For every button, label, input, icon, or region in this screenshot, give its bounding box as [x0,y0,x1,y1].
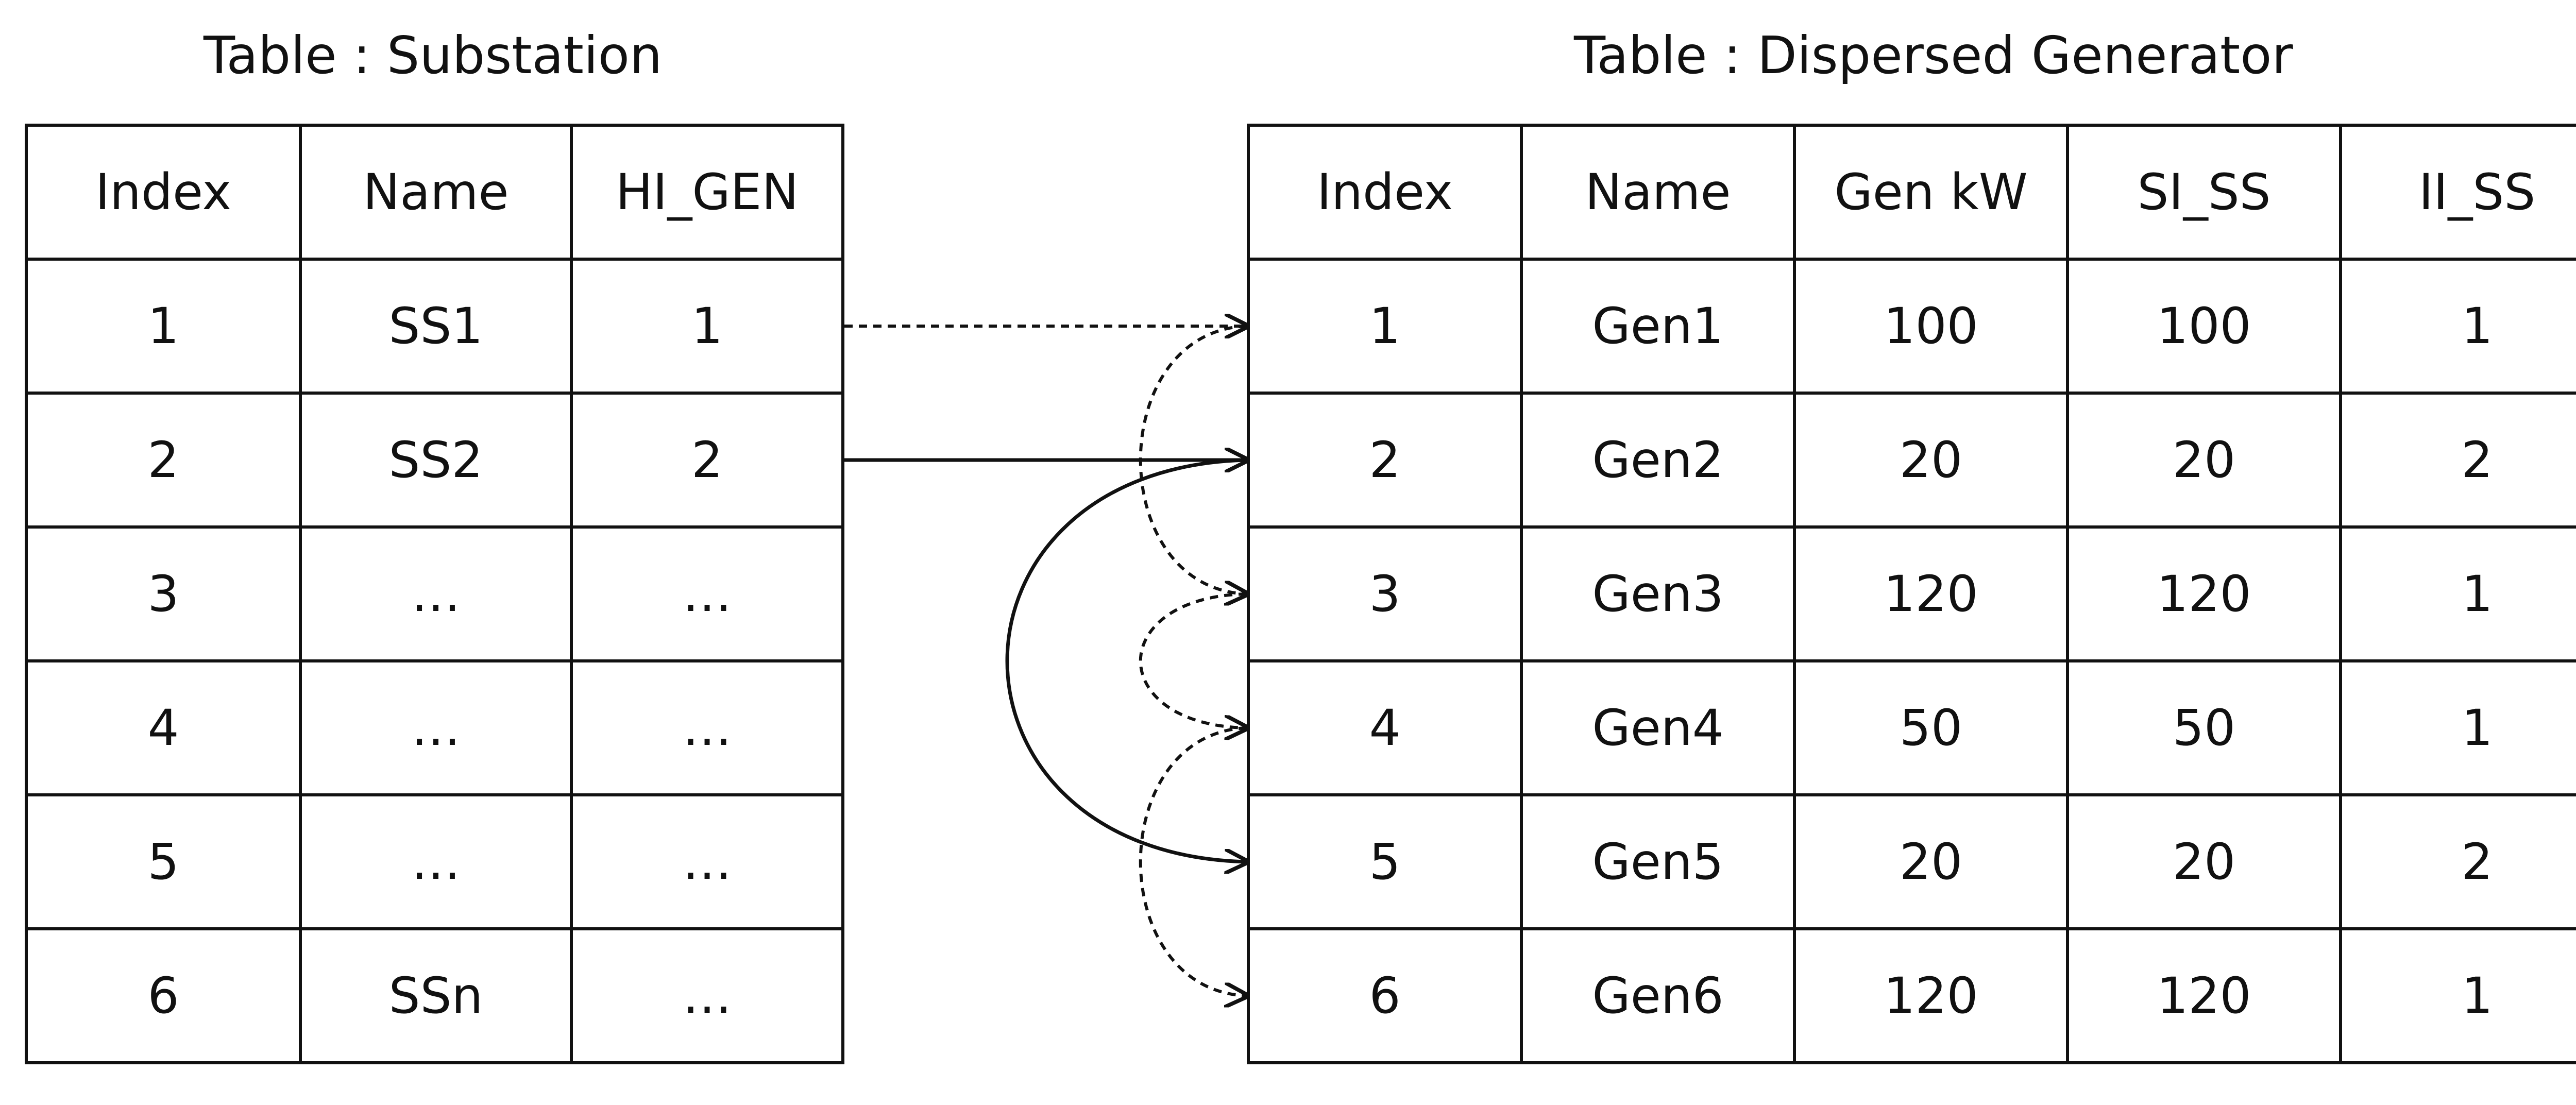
table-cell: 3 [25,525,302,662]
table-cell: 4 [25,659,302,796]
table-cell: 6 [25,927,302,1064]
table-cell: 3 [1247,525,1523,662]
table-header-row: Index Name HI_GEN [25,124,844,261]
dashed-link-arrow [1139,325,1247,594]
table-cell: … [299,659,573,796]
table-cell: 120 [2066,927,2342,1064]
substation-table: Index Name HI_GEN 1 SS1 1 2 SS2 2 3 … … … [25,124,844,1064]
table-row: 1 Gen1 100 100 1 [1247,258,2576,395]
table-row: 3 … … [25,525,844,662]
column-header: Gen kW [1793,124,2069,261]
dashed-link-arrow [1139,726,1247,996]
table-cell: SSn [299,927,573,1064]
table-cell: 1 [2339,659,2576,796]
table-row: 4 Gen4 50 50 1 [1247,659,2576,796]
table-cell: … [570,793,844,930]
table-cell: 100 [2066,258,2342,395]
table-cell: 1 [2339,258,2576,395]
table-row: 1 SS1 1 [25,258,844,395]
table-cell: Gen1 [1520,258,1796,395]
table-cell: Gen2 [1520,392,1796,529]
column-header: II_SS [2339,124,2576,261]
table-cell: 5 [1247,793,1523,930]
table-cell: 120 [2066,525,2342,662]
table-cell: 100 [1793,258,2069,395]
table-cell: 2 [25,392,302,529]
table-cell: Gen5 [1520,793,1796,930]
table-cell: 4 [1247,659,1523,796]
column-header: Index [1247,124,1523,261]
table-cell: … [299,793,573,930]
table-cell: 2 [570,392,844,529]
table-row: 5 … … [25,793,844,930]
table-cell: Gen3 [1520,525,1796,662]
column-header: Name [1520,124,1796,261]
table-row: 6 Gen6 120 120 1 [1247,927,2576,1064]
table-cell: Gen4 [1520,659,1796,796]
table-cell: … [570,659,844,796]
table-cell: 5 [25,793,302,930]
table-cell: 2 [2339,392,2576,529]
table-cell: 20 [1793,392,2069,529]
substation-table-title: Table : Substation [204,25,663,86]
table-cell: 1 [570,258,844,395]
table-header-row: Index Name Gen kW SI_SS II_SS [1247,124,2576,261]
table-cell: 1 [1247,258,1523,395]
table-cell: 50 [1793,659,2069,796]
table-cell: … [570,525,844,662]
table-cell: 2 [2339,793,2576,930]
link-layer [844,326,1247,996]
generator-table-title: Table : Dispersed Generator [1574,25,2293,86]
dispersed-generator-table: Index Name Gen kW SI_SS II_SS 1 Gen1 100… [1247,124,2576,1064]
solid-link-arrow [1005,458,1247,862]
table-cell: SS2 [299,392,573,529]
table-row: 2 SS2 2 [25,392,844,529]
table-cell: SS1 [299,258,573,395]
table-row: 5 Gen5 20 20 2 [1247,793,2576,930]
column-header: SI_SS [2066,124,2342,261]
table-row: 6 SSn … [25,927,844,1064]
table-cell: 120 [1793,525,2069,662]
column-header: Index [25,124,302,261]
table-cell: 120 [1793,927,2069,1064]
table-row: 4 … … [25,659,844,796]
dashed-link-arrow [1139,592,1247,728]
table-cell: 1 [25,258,302,395]
table-cell: 20 [2066,793,2342,930]
table-cell: 20 [2066,392,2342,529]
table-cell: Gen6 [1520,927,1796,1064]
table-cell: … [299,525,573,662]
table-cell: … [570,927,844,1064]
table-cell: 50 [2066,659,2342,796]
table-cell: 1 [2339,525,2576,662]
table-row: 3 Gen3 120 120 1 [1247,525,2576,662]
table-row: 2 Gen2 20 20 2 [1247,392,2576,529]
column-header: HI_GEN [570,124,844,261]
table-cell: 2 [1247,392,1523,529]
column-header: Name [299,124,573,261]
table-cell: 1 [2339,927,2576,1064]
table-cell: 6 [1247,927,1523,1064]
table-cell: 20 [1793,793,2069,930]
